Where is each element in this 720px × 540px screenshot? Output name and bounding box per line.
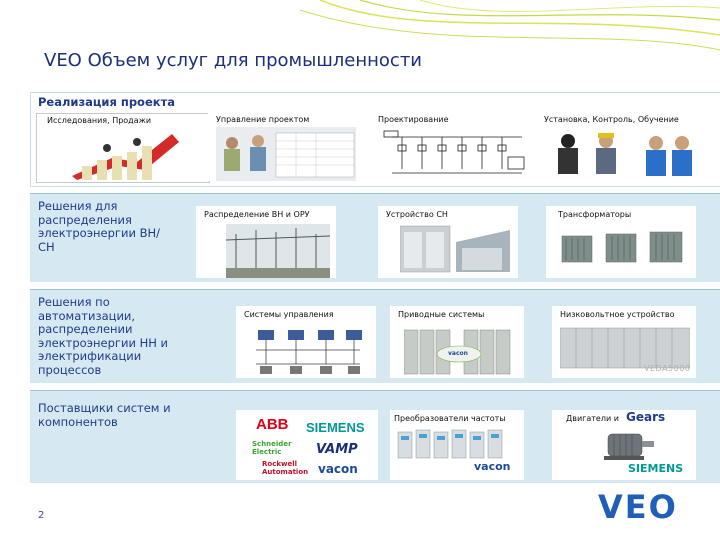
vamp-logo: VAMP xyxy=(316,442,358,457)
team-meeting-photo xyxy=(216,127,356,181)
substation-photo xyxy=(226,224,330,278)
drive-cabinets-photo xyxy=(404,329,511,375)
card-drive-systems: Приводные системы vacon xyxy=(390,306,524,378)
card-motors-gears: Двигатели и Gears SIEMENS xyxy=(552,410,696,480)
vacon-mini-logo: vacon xyxy=(448,350,468,357)
section-label: Поставщики систем и компонентов xyxy=(38,401,171,429)
lv-switchboard-photo xyxy=(560,327,690,369)
card-caption: Системы управления xyxy=(244,310,334,319)
card-supplier-logos: ABB SIEMENS Schneider Electric VAMP Rock… xyxy=(236,410,378,480)
veo-logo: VEO xyxy=(598,488,678,526)
card-mv-switchgear: Устройство СН xyxy=(378,206,518,278)
card-project-management: Управление проектом xyxy=(208,113,358,181)
section-label: Реализация проекта xyxy=(38,95,175,109)
section-label: Решения по автоматизации, распределении … xyxy=(38,295,168,377)
card-caption: Преобразователи частоты xyxy=(394,414,506,423)
card-caption: Трансформаторы xyxy=(558,210,632,219)
workers-illustration xyxy=(558,133,692,176)
control-network-diagram xyxy=(256,330,362,374)
vacon-logo: vacon xyxy=(474,460,511,473)
card-hv-distribution: Распределение ВН и ОРУ xyxy=(196,206,336,278)
transformer-photo xyxy=(561,231,683,263)
page-number: 2 xyxy=(38,510,45,521)
vacon-logo: vacon xyxy=(318,462,358,476)
switchgear-photo xyxy=(400,225,510,273)
card-caption: Приводные системы xyxy=(398,310,485,319)
card-research-sales: Исследования, Продажи xyxy=(36,113,210,183)
electrical-schematic xyxy=(383,130,525,174)
card-frequency-converters: Преобразователи частоты vacon xyxy=(390,410,524,480)
growth-arrow-illustration xyxy=(72,134,179,180)
card-caption: Управление проектом xyxy=(216,115,310,124)
card-caption: Низковольтное устройство xyxy=(560,310,675,319)
card-control-systems: Системы управления xyxy=(236,306,376,378)
gears-label: Gears xyxy=(626,410,666,424)
card-transformers: Трансформаторы xyxy=(546,206,696,278)
frequency-converter-photo xyxy=(397,429,503,459)
abb-logo: ABB xyxy=(256,416,289,433)
card-caption: Двигатели и xyxy=(566,414,619,423)
decorative-waves xyxy=(300,0,720,51)
card-lv-switchboard: Низковольтное устройство VEDA5000 xyxy=(552,306,696,378)
schneider-logo: Schneider Electric xyxy=(252,440,292,456)
card-design: Проектирование xyxy=(372,113,532,181)
card-caption: Установка, Контроль, Обучение xyxy=(544,115,679,124)
card-caption: Исследования, Продажи xyxy=(47,116,152,125)
motor-photo xyxy=(604,433,654,460)
card-caption: Распределение ВН и ОРУ xyxy=(204,210,310,219)
siemens-logo: SIEMENS xyxy=(306,420,365,435)
card-installation: Установка, Контроль, Обучение xyxy=(540,113,700,181)
veda-label: VEDA5000 xyxy=(644,364,691,373)
card-caption: Устройство СН xyxy=(386,210,448,219)
card-caption: Проектирование xyxy=(378,115,449,124)
rockwell-logo: Rockwell Automation xyxy=(262,460,309,476)
section-label: Решения для распределения электроэнергии… xyxy=(38,199,160,254)
siemens-logo: SIEMENS xyxy=(628,462,684,475)
slide-title: VEO Объем услуг для промышленности xyxy=(44,50,422,71)
